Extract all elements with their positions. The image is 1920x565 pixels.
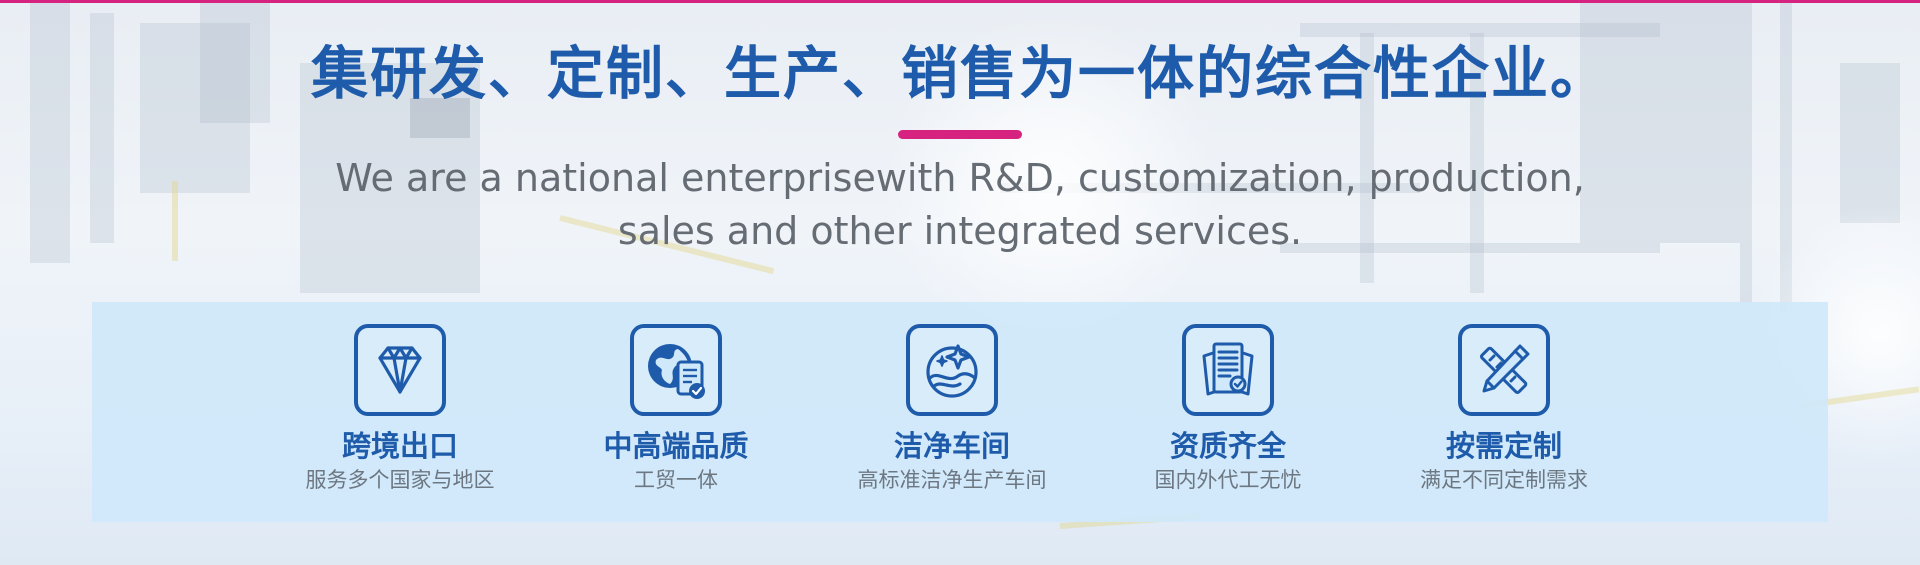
top-accent-bar [0,0,1920,3]
feature-item-custom-made: 按需定制 满足不同定制需求 [1384,324,1624,494]
feature-title: 中高端品质 [603,429,749,463]
feature-item-quality: 中高端品质 工贸一体 [556,324,796,494]
diamond-icon [354,324,446,416]
feature-item-qualification: 资质齐全 国内外代工无忧 [1108,324,1348,494]
feature-description: 满足不同定制需求 [1420,468,1588,492]
feature-title: 按需定制 [1445,429,1562,463]
features-panel: 跨境出口 服务多个国家与地区 中高端品质 工贸一体 [92,302,1828,522]
feature-description: 工贸一体 [634,468,718,492]
subtitle-line-1: We are a national enterprisewith R&D, cu… [335,156,1585,200]
sparkle-clean-icon [906,324,998,416]
feature-title: 洁净车间 [893,429,1010,463]
subtitle-line-2: sales and other integrated services. [617,209,1303,253]
headline-underline-accent [898,130,1022,139]
ruler-pencil-icon [1458,324,1550,416]
feature-description: 高标准洁净生产车间 [857,468,1047,492]
feature-item-cross-border-export: 跨境出口 服务多个国家与地区 [280,324,520,494]
certificate-icon [1182,324,1274,416]
feature-title: 资质齐全 [1169,429,1286,463]
feature-description: 服务多个国家与地区 [305,468,495,492]
globe-document-icon [630,324,722,416]
page-subtitle: We are a national enterprisewith R&D, cu… [260,152,1660,258]
feature-description: 国内外代工无忧 [1154,468,1302,492]
feature-item-clean-workshop: 洁净车间 高标准洁净生产车间 [832,324,1072,494]
feature-title: 跨境出口 [341,429,458,463]
page-headline: 集研发、定制、生产、销售为一体的综合性企业。 [311,41,1609,107]
